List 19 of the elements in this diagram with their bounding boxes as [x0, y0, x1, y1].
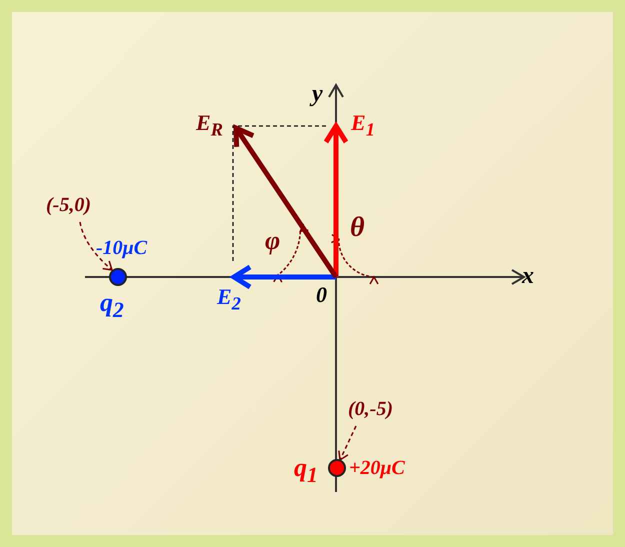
vector-arrow	[233, 124, 338, 278]
vector-label: E$_{R}$	[196, 112, 223, 139]
vector-arrow	[229, 264, 336, 290]
charge-name: q$_{2}$	[100, 290, 124, 322]
charge-value: +20μC	[349, 458, 405, 478]
vector-label: E$_{2}$	[217, 286, 241, 313]
axis-label: y	[312, 82, 323, 106]
angle-label: θ	[350, 214, 365, 242]
origin-label: 0	[316, 284, 327, 306]
angle-label: φ	[265, 228, 280, 254]
leader-arrow	[79, 222, 114, 271]
coordinate-label: (0,-5)	[348, 399, 393, 419]
charge-value: -10μC	[96, 238, 148, 258]
leader-arrow	[338, 426, 357, 462]
axis-label: x	[522, 264, 534, 288]
coordinate-label: (-5,0)	[46, 195, 91, 215]
vector-arrow	[324, 121, 348, 277]
vector-label: E$_{1}$	[351, 112, 375, 139]
charge-name: q$_{1}$	[294, 455, 318, 487]
